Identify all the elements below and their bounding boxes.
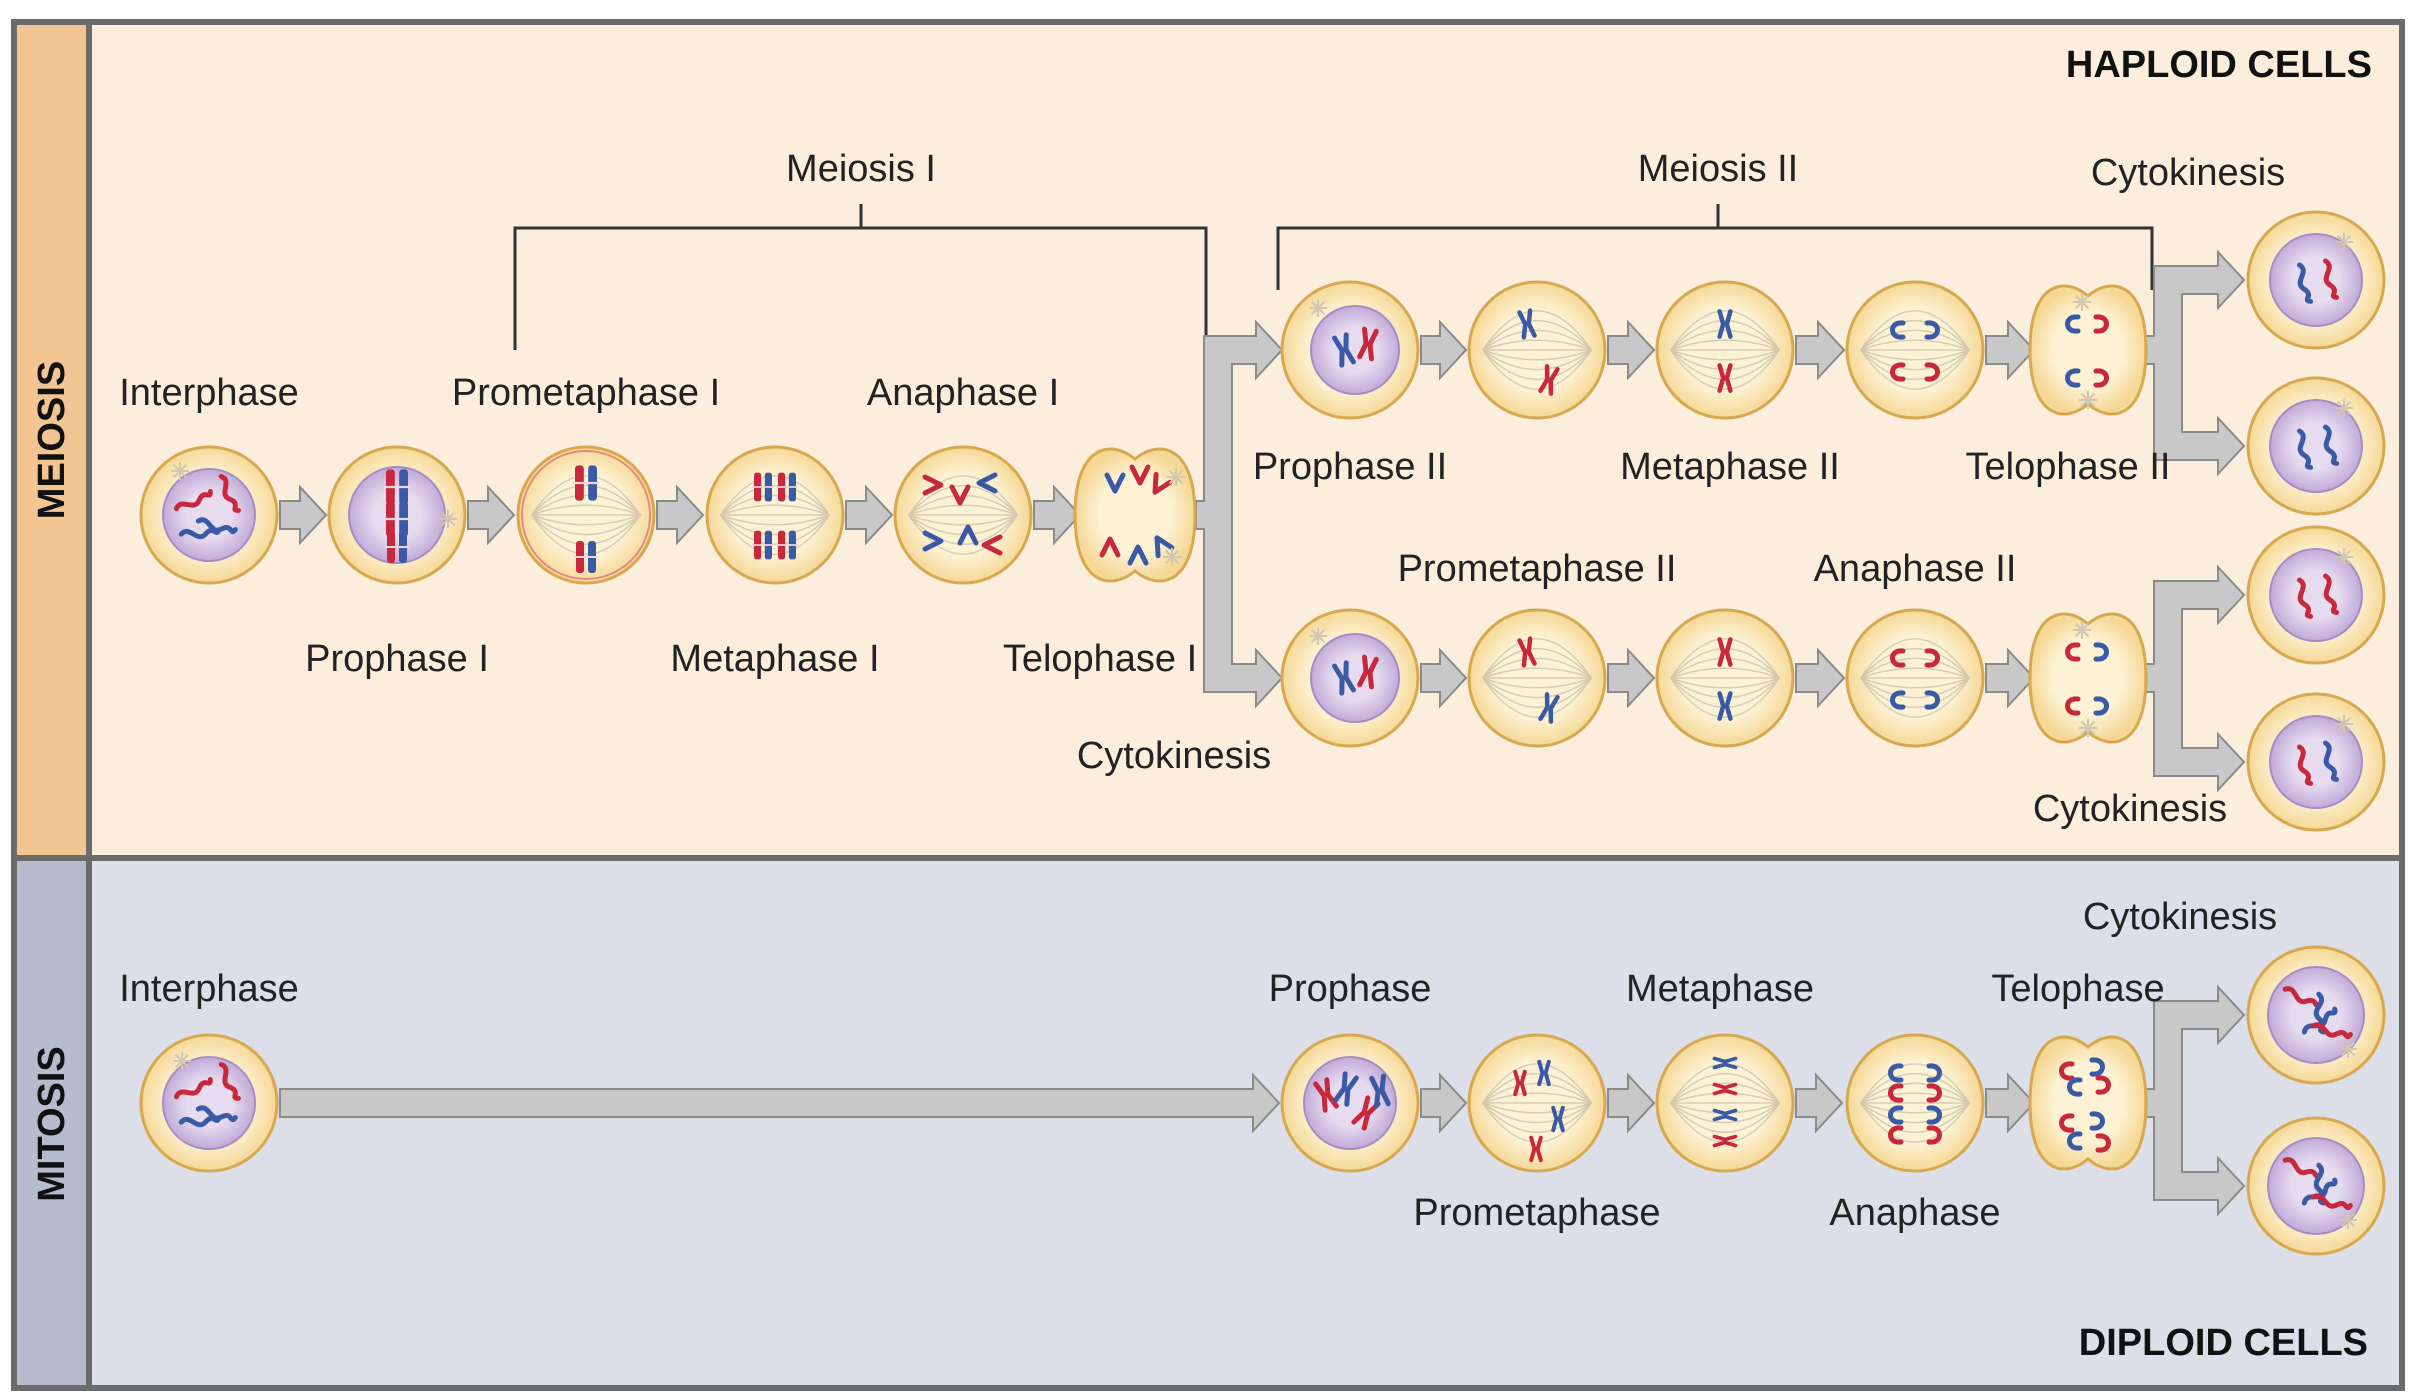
prophase-i-label: Prophase I (305, 638, 489, 680)
interphase-label: Interphase (119, 372, 299, 414)
stage-arrows (279, 249, 2246, 1217)
arrow-prophase-i-prometaphase-i (467, 484, 516, 546)
mitosis-prometaphase-label: Prometaphase (1413, 1192, 1661, 1234)
cell-prometaphase-ii-bottom (1467, 608, 1607, 748)
arrow-prometaphase-i-metaphase-i (656, 484, 705, 546)
meiosis-i-label: Meiosis I (786, 148, 936, 190)
cytokinesis-ii-bottom-label: Cytokinesis (2032, 788, 2228, 830)
mitosis-anaphase-label: Anaphase (1829, 1192, 2001, 1234)
cell-metaphase-i (705, 445, 845, 585)
arrow-interphase-prophase-i (279, 484, 328, 546)
arrow-anaphase-ii-telophase-ii-top (1985, 319, 2036, 381)
cell-diploid-1 (2246, 945, 2386, 1085)
cell-anaphase-i (893, 445, 1033, 585)
arrow-metaphase-ii-anaphase-ii-bottom (1795, 647, 1846, 709)
cell-interphase-mitosis (139, 1033, 279, 1173)
metaphase-ii-label: Metaphase II (1620, 446, 1840, 488)
arrow-anaphase-i-telophase-i (1033, 484, 1082, 546)
arrow-metaphase-anaphase-mitosis (1795, 1072, 1844, 1134)
cell-anaphase-ii-top (1845, 280, 1985, 420)
cell-anaphase-mitosis (1845, 1033, 1985, 1173)
arrow-prometaphase-ii-metaphase-ii-bottom (1607, 647, 1656, 709)
branch-cytokinesis-ii-bottom (2145, 564, 2246, 793)
prophase-ii-label: Prophase II (1252, 446, 1448, 488)
meiosis-i-bracket (513, 204, 1208, 350)
metaphase-i-label: Metaphase I (670, 638, 880, 680)
telophase-i-label: Telophase I (1002, 638, 1198, 680)
cell-diploid-2 (2246, 1116, 2386, 1256)
meiosis-section-label: MEIOSIS (31, 360, 73, 520)
meiosis-ii-label: Meiosis II (1637, 148, 1799, 190)
cell-prophase-ii-top (1280, 280, 1420, 420)
arrow-metaphase-ii-anaphase-ii-top (1795, 319, 1846, 381)
cell-metaphase-ii-bottom (1655, 608, 1795, 748)
cytokinesis-ii-top-label: Cytokinesis (2090, 152, 2286, 194)
mitosis-metaphase-label: Metaphase (1625, 968, 1815, 1010)
anaphase-i-label: Anaphase I (866, 372, 1060, 414)
arrow-interphase-prophase-mitosis (279, 1072, 1281, 1134)
cell-prophase-mitosis (1280, 1033, 1420, 1173)
cell-haploid-top-2 (2246, 376, 2386, 516)
cell-anaphase-ii-bottom (1845, 608, 1985, 748)
cell-metaphase-mitosis (1655, 1033, 1795, 1173)
mitosis-interphase-label: Interphase (119, 968, 299, 1010)
cell-prophase-i (327, 445, 467, 585)
cell-haploid-bottom-1 (2246, 525, 2386, 665)
cell-metaphase-ii-top (1655, 280, 1795, 420)
haploid-cells-label: HAPLOID CELLS (2065, 44, 2372, 86)
cell-telophase-mitosis (2028, 1035, 2148, 1171)
mitosis-cytokinesis-label: Cytokinesis (2082, 896, 2278, 938)
prometaphase-i-label: Prometaphase I (451, 372, 721, 414)
prometaphase-ii-label: Prometaphase II (1397, 548, 1677, 590)
arrow-prophase-ii-prometaphase-ii-top (1420, 319, 1468, 381)
arrow-prometaphase-ii-metaphase-ii-top (1607, 319, 1656, 381)
cell-prometaphase-ii-top (1467, 280, 1607, 420)
branch-cytokinesis-ii-top (2145, 249, 2246, 477)
cell-prometaphase-mitosis (1467, 1033, 1607, 1173)
anaphase-ii-label: Anaphase II (1813, 548, 2017, 590)
arrow-metaphase-i-anaphase-i (845, 484, 894, 546)
telophase-ii-label: Telophase II (1965, 446, 2171, 488)
meiosis-ii-bracket (1276, 204, 2154, 290)
diploid-cells-label: DIPLOID CELLS (2078, 1322, 2368, 1364)
arrow-anaphase-telophase-mitosis (1985, 1072, 2036, 1134)
cell-haploid-bottom-2 (2246, 692, 2386, 832)
mitosis-prophase-label: Prophase (1268, 968, 1432, 1010)
cell-interphase-meiosis (139, 445, 279, 585)
cell-prometaphase-i (516, 445, 656, 585)
branch-cytokinesis-mitosis (2145, 984, 2246, 1217)
cell-telophase-ii-bottom (2028, 612, 2148, 744)
arrow-prometaphase-metaphase-mitosis (1607, 1072, 1656, 1134)
arrow-prophase-ii-prometaphase-ii-bottom (1420, 647, 1468, 709)
arrow-prophase-prometaphase-mitosis (1420, 1072, 1468, 1134)
cytokinesis-i-label: Cytokinesis (1076, 735, 1272, 777)
cell-haploid-top-1 (2246, 210, 2386, 350)
cell-prophase-ii-bottom (1280, 608, 1420, 748)
branch-cytokinesis-i (1195, 319, 1284, 709)
mitosis-telophase-label: Telophase (1991, 968, 2165, 1010)
mitosis-section-label: MITOSIS (31, 1046, 73, 1202)
cell-telophase-ii-top (2028, 284, 2148, 416)
cell-telophase-i (1073, 447, 1197, 583)
cells (139, 210, 2386, 1256)
mitosis-panel (11, 855, 2405, 1391)
arrow-anaphase-ii-telophase-ii-bottom (1985, 647, 2036, 709)
